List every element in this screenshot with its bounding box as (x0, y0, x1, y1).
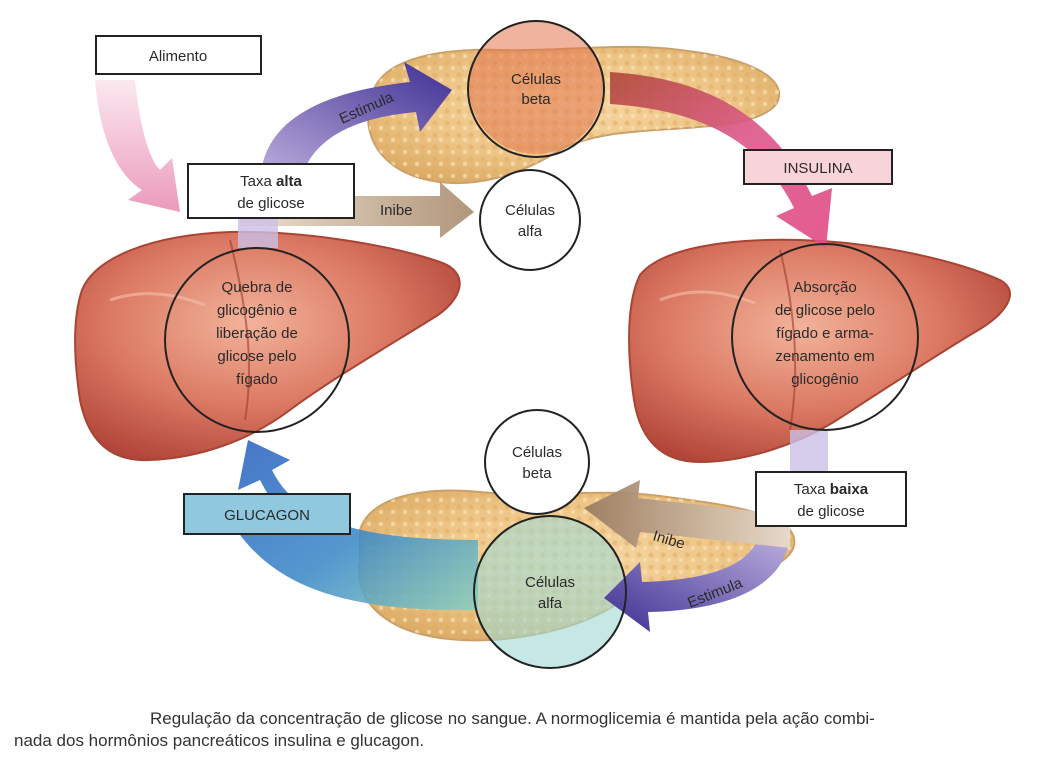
glucagon-box: GLUCAGON (184, 494, 350, 534)
food-arrow (95, 80, 180, 212)
bottom-beta-line1: Células (512, 444, 562, 461)
top-alpha-line2: alfa (518, 223, 543, 240)
low-glucose-line2: de glicose (797, 503, 865, 520)
top-beta-line1: Células (511, 71, 561, 88)
right-liver-line1: Absorção (793, 279, 856, 296)
top-alpha-line1: Células (505, 202, 555, 219)
figure-caption: Regulação da concentração de glicose no … (14, 708, 1034, 752)
insulin-box: INSULINA (744, 150, 892, 184)
left-liver-line3: liberação de (216, 325, 298, 342)
high-glucose-prefix: Taxa (240, 173, 276, 190)
bottom-alpha-line2: alfa (538, 595, 563, 612)
inhibits-top-label: Inibe (380, 202, 413, 219)
insulin-label: INSULINA (783, 160, 852, 177)
caption-line2: nada dos hormônios pancreáticos insulina… (14, 730, 1034, 752)
left-liver (75, 232, 460, 460)
low-glucose-bold: baixa (830, 481, 869, 498)
glucagon-label: GLUCAGON (224, 507, 310, 524)
right-connector (790, 430, 828, 474)
right-liver-line4: zenamento em (775, 348, 874, 365)
bottom-beta-cells-circle: Células beta (485, 410, 589, 514)
high-glucose-bold: alta (276, 173, 303, 190)
right-liver-line5: glicogênio (791, 371, 859, 388)
food-label: Alimento (149, 48, 207, 65)
bottom-beta-line2: beta (522, 465, 552, 482)
low-glucose-prefix: Taxa (794, 481, 830, 498)
food-box: Alimento (96, 36, 261, 74)
right-liver-line2: de glicose pelo (775, 302, 875, 319)
right-liver-line3: fígado e arma- (776, 325, 874, 342)
diagram-canvas: Alimento Taxa alta de glicose INSULINA T… (0, 0, 1047, 700)
left-connector (238, 218, 278, 248)
left-liver-line5: fígado (236, 371, 278, 388)
caption-line1: Regulação da concentração de glicose no … (14, 708, 1034, 730)
top-alpha-cells-circle: Células alfa (480, 170, 580, 270)
high-glucose-box: Taxa alta de glicose (188, 164, 354, 218)
bottom-alpha-line1: Células (525, 574, 575, 591)
top-beta-line2: beta (521, 91, 551, 108)
high-glucose-line1: Taxa alta (240, 173, 302, 190)
left-liver-line4: glicose pelo (217, 348, 296, 365)
left-liver-line2: glicogênio e (217, 302, 297, 319)
low-glucose-line1: Taxa baixa (794, 481, 869, 498)
low-glucose-box: Taxa baixa de glicose (756, 472, 906, 526)
high-glucose-line2: de glicose (237, 195, 305, 212)
left-liver-line1: Quebra de (222, 279, 293, 296)
